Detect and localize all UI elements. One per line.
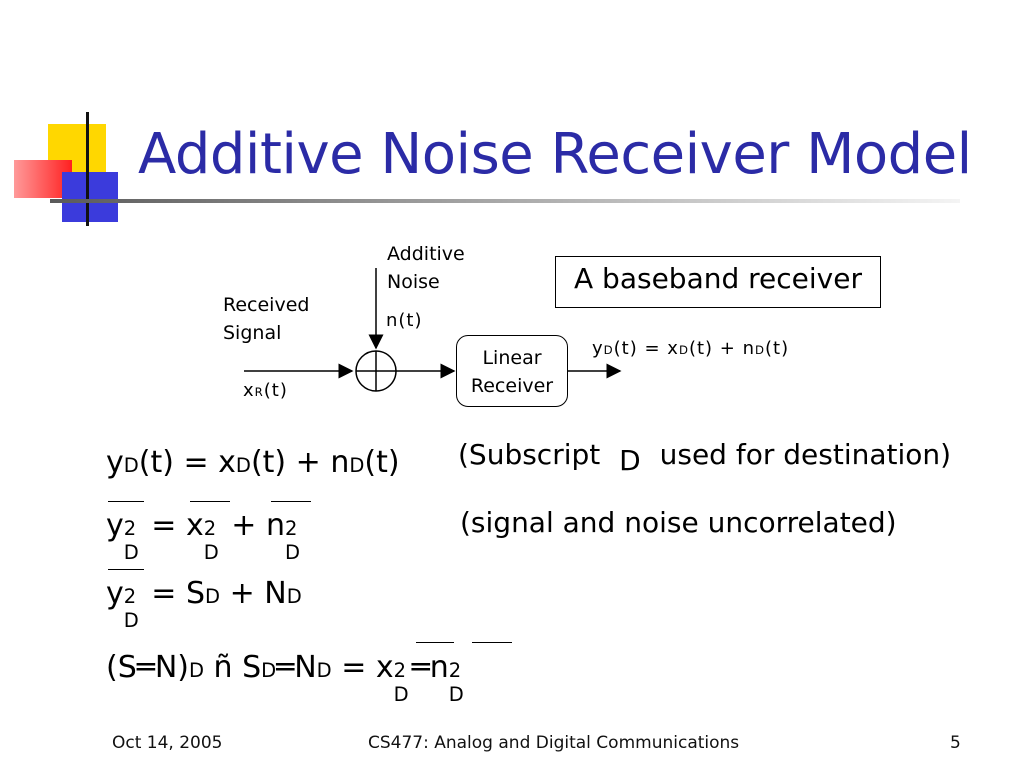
uncorrelated-note: (signal and noise uncorrelated) [460,506,897,539]
logo-blue-square [62,172,118,222]
page-number: 5 [950,733,961,753]
overbar-n2 [271,501,311,502]
logo-vertical-line [86,112,89,226]
baseband-label: A baseband receiver [574,262,862,295]
input-symbol: xR(t) [243,380,288,401]
footer-date: Oct 14, 2005 [112,733,223,753]
linear-receiver-box [456,335,568,407]
slide-title: Additive Noise Receiver Model [138,122,972,187]
overbar-n2-eq4 [472,642,512,643]
output-equation: yD(t) = xD(t) + nD(t) [592,338,790,359]
footer-course: CS477: Analog and Digital Communications [368,733,740,753]
linear-receiver-label: Linear Receiver [470,347,554,397]
overbar-x2 [190,501,230,502]
noise-symbol: n(t) [386,310,423,331]
title-underline [50,199,960,203]
overbar-y2-eq3 [108,569,144,570]
equation-1: yD(t) = xD(t) + nD(t) [106,445,400,480]
overbar-x2-eq4 [416,642,454,643]
additive-noise-label: Additive Noise [387,243,465,293]
received-signal-label: Received Signal [223,294,310,344]
subscript-note: (Subscript D used for destination) [458,438,952,477]
overbar-y2 [108,501,144,502]
baseband-box [555,256,881,308]
